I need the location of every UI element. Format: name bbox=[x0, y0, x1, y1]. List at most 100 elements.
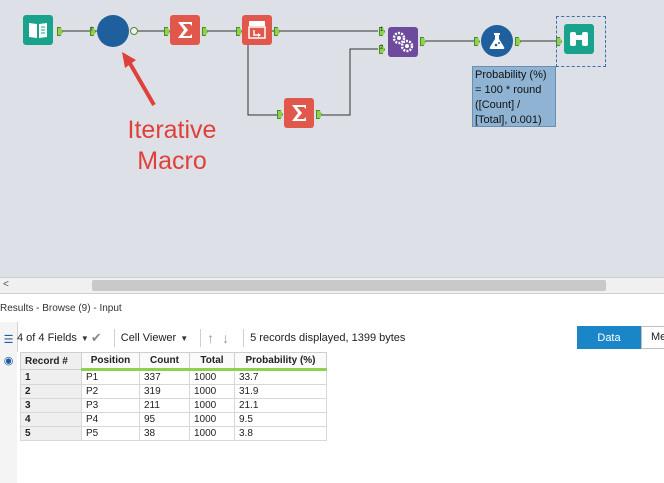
sigma-icon bbox=[292, 105, 306, 121]
table-header-row: Record # Position Count Total Probabilit… bbox=[20, 352, 327, 371]
toolbar-divider bbox=[243, 329, 245, 347]
results-panel-title: Results - Browse (9) - Input bbox=[0, 303, 122, 314]
fields-dropdown[interactable]: 4 of 4 Fields ▼ ✔ bbox=[17, 328, 102, 348]
selected-tool-outline bbox=[556, 16, 606, 67]
position-cell: P4 bbox=[81, 412, 140, 427]
record-number-cell: 4 bbox=[20, 412, 82, 427]
sigma-icon bbox=[178, 22, 192, 38]
workflow-canvas[interactable]: I 1 2 bbox=[0, 0, 664, 277]
cell-viewer-dropdown[interactable]: Cell Viewer ▼ bbox=[121, 328, 188, 348]
probability-cell: 21.1 bbox=[234, 398, 327, 413]
tab-data[interactable]: Data bbox=[577, 326, 641, 349]
count-cell: 95 bbox=[139, 412, 190, 427]
input-data-tool[interactable] bbox=[23, 15, 53, 45]
append-output-anchor[interactable] bbox=[274, 27, 280, 36]
summarize2-output-anchor[interactable] bbox=[316, 110, 322, 119]
iterative-macro-tool[interactable] bbox=[97, 15, 129, 47]
iterative-macro-callout: Iterative Macro bbox=[127, 116, 217, 175]
summarize1-input-anchor[interactable] bbox=[164, 27, 170, 36]
count-cell: 38 bbox=[139, 426, 190, 441]
join-input-anchor-2[interactable] bbox=[379, 45, 385, 54]
formula-tool[interactable] bbox=[481, 25, 513, 57]
binoculars-icon bbox=[570, 32, 588, 46]
column-header-record[interactable]: Record # bbox=[20, 352, 82, 370]
join-multiple-tool[interactable] bbox=[388, 27, 418, 57]
arrow-down-icon[interactable]: ↓ bbox=[222, 330, 230, 346]
gears-icon bbox=[392, 31, 414, 53]
total-cell: 1000 bbox=[189, 412, 235, 427]
records-status: 5 records displayed, 1399 bytes bbox=[250, 332, 406, 344]
scroll-left-icon[interactable]: < bbox=[3, 279, 9, 290]
formula-input-anchor[interactable] bbox=[474, 37, 480, 46]
table-row[interactable]: 3 P3 211 1000 21.1 bbox=[20, 398, 327, 413]
column-header-total[interactable]: Total bbox=[189, 352, 235, 371]
record-number-cell: 1 bbox=[20, 369, 82, 385]
formula-output-anchor[interactable] bbox=[515, 37, 521, 46]
results-grid: Record # Position Count Total Probabilit… bbox=[17, 352, 664, 483]
position-cell: P1 bbox=[81, 369, 140, 385]
join-input-anchor-1[interactable] bbox=[379, 27, 385, 36]
position-cell: P5 bbox=[81, 426, 140, 441]
position-cell: P2 bbox=[81, 384, 140, 399]
column-header-position[interactable]: Position bbox=[81, 352, 140, 371]
column-header-count[interactable]: Count bbox=[139, 352, 190, 371]
fields-dropdown-label: 4 of 4 Fields bbox=[17, 332, 77, 344]
table-row[interactable]: 2 P2 319 1000 31.9 bbox=[20, 384, 327, 399]
tab-metadata[interactable]: Me bbox=[641, 326, 664, 349]
formula-annotation: Probability (%) = 100 * round ([Count] /… bbox=[472, 66, 556, 127]
total-cell: 1000 bbox=[189, 426, 235, 441]
count-cell: 319 bbox=[139, 384, 190, 399]
table-row[interactable]: 5 P5 38 1000 3.8 bbox=[20, 426, 327, 441]
canvas-horizontal-scrollbar[interactable]: < bbox=[0, 277, 664, 294]
total-cell: 1000 bbox=[189, 398, 235, 413]
column-header-probability[interactable]: Probability (%) bbox=[234, 352, 327, 371]
macro-input-anchor[interactable] bbox=[90, 27, 96, 36]
summarize-tool-1[interactable] bbox=[170, 15, 200, 45]
results-left-rail: ☰ ◉ bbox=[0, 322, 18, 483]
flask-icon bbox=[489, 33, 505, 49]
record-number-cell: 2 bbox=[20, 384, 82, 399]
record-number-cell: 5 bbox=[20, 426, 82, 441]
record-number-cell: 3 bbox=[20, 398, 82, 413]
join-output-anchor[interactable] bbox=[420, 37, 426, 46]
list-view-icon[interactable]: ☰ bbox=[3, 334, 14, 346]
wire-summarize2-to-join bbox=[321, 48, 378, 116]
total-cell: 1000 bbox=[189, 369, 235, 385]
input-output-anchor[interactable] bbox=[57, 27, 63, 36]
results-toolbar: 4 of 4 Fields ▼ ✔ Cell Viewer ▼ ↑ ↓ 5 re… bbox=[17, 324, 664, 352]
cell-viewer-label: Cell Viewer bbox=[120, 332, 177, 344]
count-cell: 337 bbox=[139, 369, 190, 385]
append-fields-tool[interactable] bbox=[242, 15, 272, 45]
macro-output-anchor[interactable] bbox=[130, 27, 138, 35]
binoculars-icon[interactable]: ◉ bbox=[3, 355, 14, 367]
summarize2-input-anchor[interactable] bbox=[277, 110, 283, 119]
browse-tool[interactable] bbox=[564, 24, 594, 54]
book-icon bbox=[29, 23, 47, 38]
probability-cell: 3.8 bbox=[234, 426, 327, 441]
results-table: Record # Position Count Total Probabilit… bbox=[20, 352, 327, 441]
position-cell: P3 bbox=[81, 398, 140, 413]
probability-cell: 33.7 bbox=[234, 369, 327, 385]
table-append-icon bbox=[248, 21, 266, 39]
chevron-down-icon: ▼ bbox=[80, 333, 89, 343]
toolbar-divider bbox=[113, 329, 115, 347]
connection-wires bbox=[60, 30, 556, 116]
append-input-anchor[interactable] bbox=[236, 27, 242, 36]
probability-cell: 31.9 bbox=[234, 384, 327, 399]
arrow-up-icon[interactable]: ↑ bbox=[207, 330, 215, 346]
summarize-tool-2[interactable] bbox=[284, 98, 314, 128]
callout-arrow-icon bbox=[122, 52, 156, 107]
macro-input-anchor-label: I bbox=[91, 27, 93, 33]
table-row[interactable]: 4 P4 95 1000 9.5 bbox=[20, 412, 327, 427]
probability-cell: 9.5 bbox=[234, 412, 327, 427]
join-input-anchor-1-label: 1 bbox=[380, 27, 384, 33]
scrollbar-thumb[interactable] bbox=[92, 280, 606, 291]
checkmark-icon[interactable]: ✔ bbox=[90, 330, 102, 345]
total-cell: 1000 bbox=[189, 384, 235, 399]
summarize1-output-anchor[interactable] bbox=[202, 27, 208, 36]
wire-append-to-summarize2 bbox=[247, 30, 312, 116]
toolbar-divider bbox=[200, 329, 202, 347]
table-row[interactable]: 1 P1 337 1000 33.7 bbox=[20, 369, 327, 385]
chevron-down-icon: ▼ bbox=[180, 333, 189, 343]
join-input-anchor-2-label: 2 bbox=[380, 45, 384, 51]
